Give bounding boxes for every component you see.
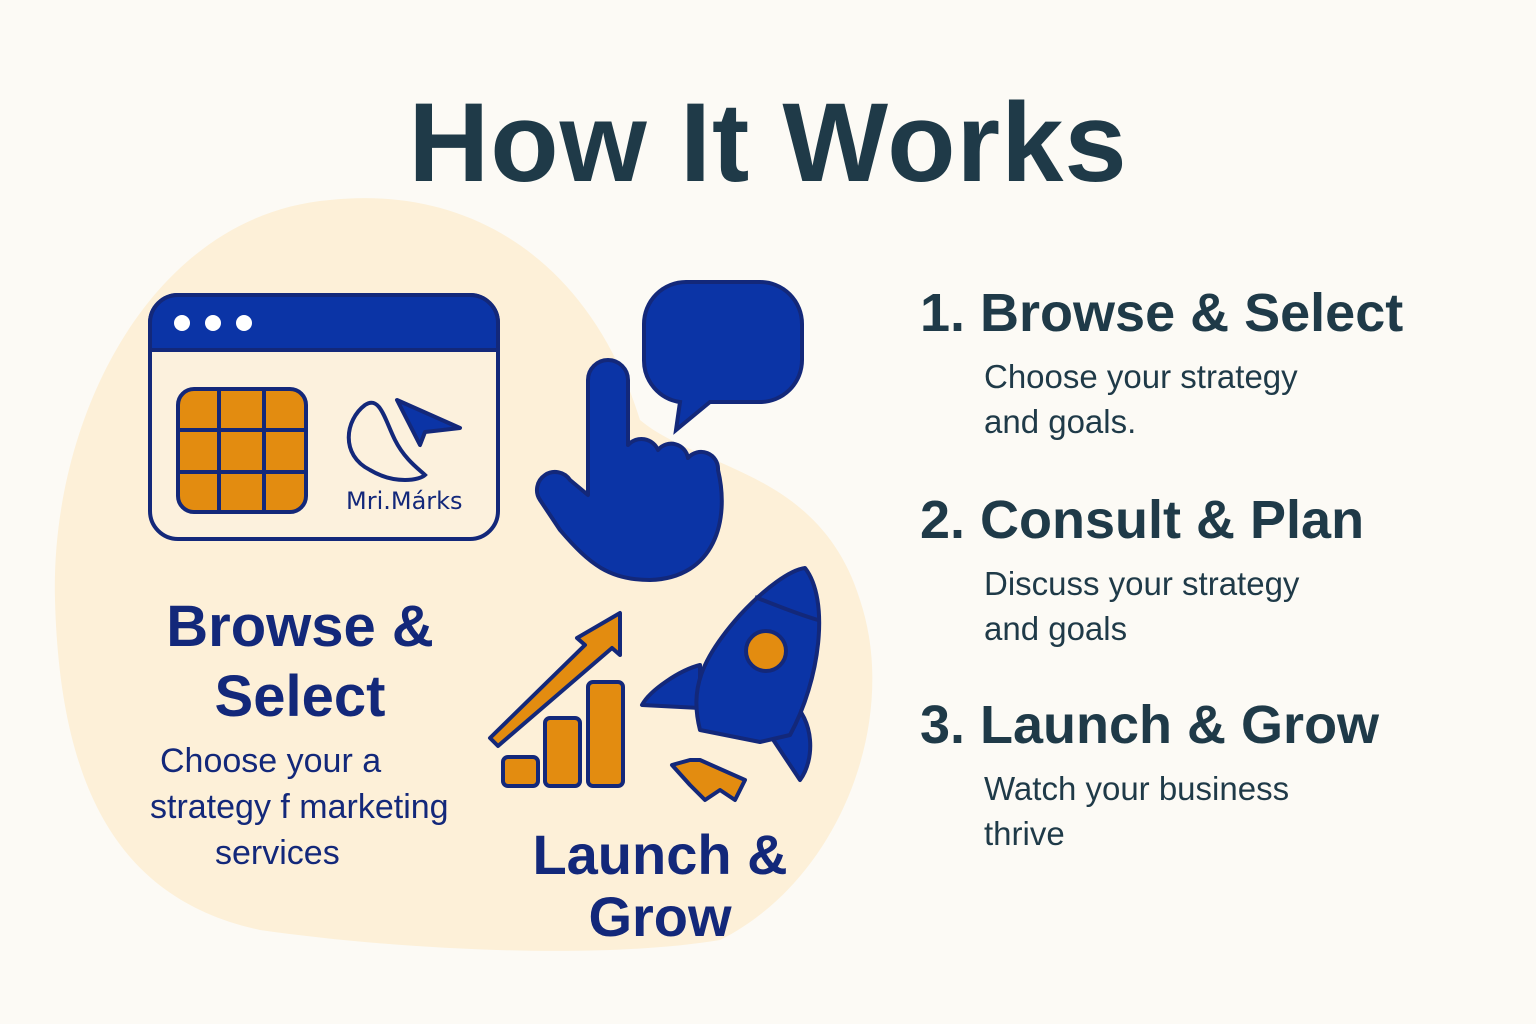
step-description: Choose your strategy and goals.	[984, 354, 1403, 444]
description-line: Choose your a	[160, 742, 382, 780]
step-2: 2. Consult & Plan Discuss your strategy …	[920, 489, 1364, 651]
step-description: Discuss your strategy and goals	[984, 561, 1364, 651]
heading-line: Launch &	[532, 823, 788, 886]
description-line: Watch your business	[984, 770, 1290, 807]
illustration-heading: Browse & Select	[120, 592, 480, 732]
pointing-hand-icon	[534, 358, 724, 582]
description-line: and goals	[984, 610, 1128, 647]
step-title: 2. Consult & Plan	[920, 490, 1365, 550]
brand-logo-icon	[346, 398, 462, 482]
step-title: 3. Launch & Grow	[920, 695, 1380, 755]
description-line: services	[215, 834, 340, 872]
grid-icon	[176, 387, 308, 514]
illustration-description: Choose your a strategy f marketing servi…	[150, 738, 490, 876]
brand-text: Mri.Márks	[346, 487, 463, 515]
step-3: 3. Launch & Grow Watch your business thr…	[920, 694, 1379, 856]
description-line: Discuss your strategy	[984, 565, 1300, 602]
speech-bubble-icon	[641, 280, 804, 435]
page-title: How It Works	[408, 80, 1128, 205]
rocket-icon	[640, 566, 822, 802]
description-line: strategy f marketing	[150, 788, 449, 826]
heading-line: Browse &	[166, 594, 434, 659]
description-line: and goals.	[984, 403, 1137, 440]
launch-heading: Launch & Grow	[520, 824, 800, 948]
step-description: Watch your business thrive	[984, 766, 1379, 856]
heading-line: Grow	[588, 885, 732, 948]
heading-line: Select	[214, 664, 386, 729]
growth-chart-icon	[488, 611, 625, 788]
description-line: Choose your strategy	[984, 358, 1298, 395]
step-1: 1. Browse & Select Choose your strategy …	[920, 282, 1403, 444]
description-line: thrive	[984, 815, 1065, 852]
step-title: 1. Browse & Select	[920, 283, 1404, 343]
